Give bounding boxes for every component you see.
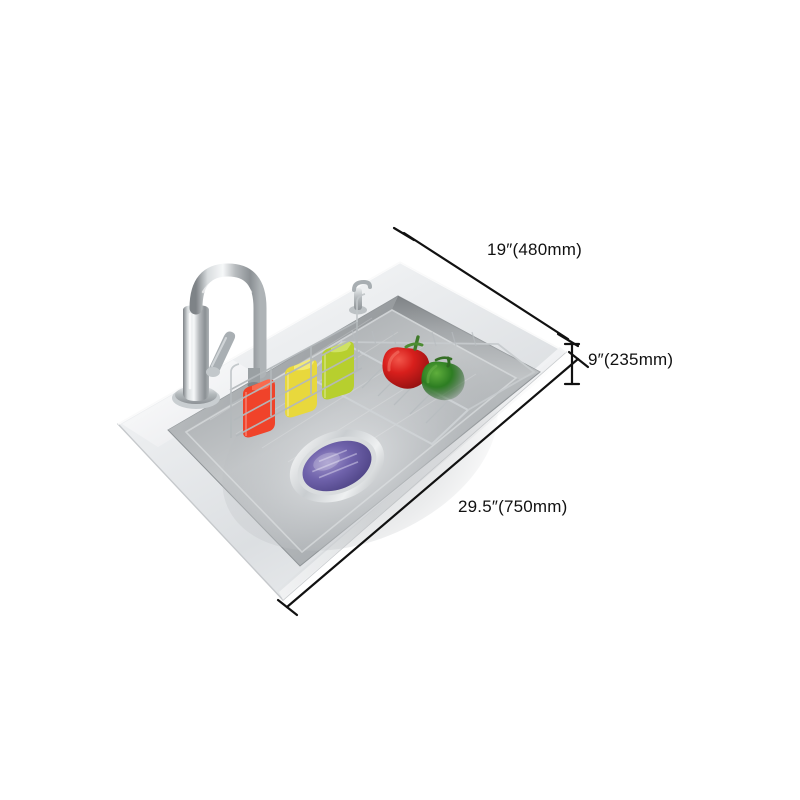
length-dimension-label: 29.5″(750mm) [458, 497, 568, 516]
depth-dimension-label: 9″(235mm) [588, 350, 674, 369]
faucet[interactable] [172, 263, 267, 409]
yellow-brush [285, 359, 317, 418]
faucet-handle[interactable] [206, 331, 236, 378]
width-dimension-label: 19″(480mm) [487, 240, 582, 259]
